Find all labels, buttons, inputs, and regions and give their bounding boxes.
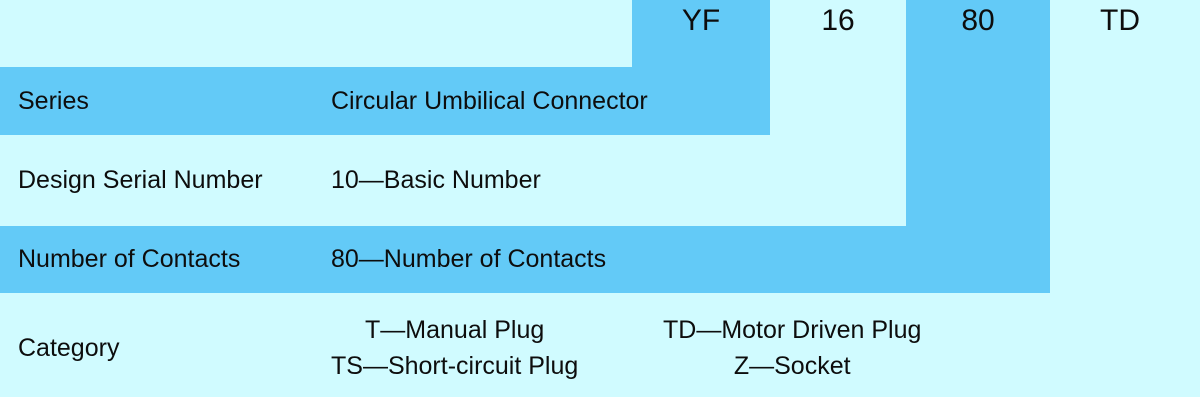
category-options-column-1: T—Manual Plug TS—Short-circuit Plug [331,293,578,403]
row-series-label: Series [18,86,89,115]
code-segment-category: TD [1100,4,1140,37]
stair-block-series-row [0,67,770,135]
category-options-column-2: TD—Motor Driven Plug Z—Socket [663,293,921,403]
code-segment-series: YF [681,4,721,37]
row-contacts-value: 80—Number of Contacts [331,245,607,273]
row-serial-label: Design Serial Number [18,166,263,194]
code-segment-contacts: 80 [961,4,995,37]
row-contacts-label: Number of Contacts [18,245,241,273]
row-series-value: Circular Umbilical Connector [331,86,648,115]
stair-block-contacts-row [0,226,1050,293]
category-option-motor-driven-plug: TD—Motor Driven Plug [663,316,922,344]
row-category-label: Category [18,333,120,362]
category-option-manual-plug: T—Manual Plug [365,316,545,344]
category-option-short-circuit-plug: TS—Short-circuit Plug [331,352,579,380]
row-serial-value: 10—Basic Number [331,166,541,194]
category-option-socket: Z—Socket [733,352,851,380]
code-segment-serial: 16 [821,4,855,37]
